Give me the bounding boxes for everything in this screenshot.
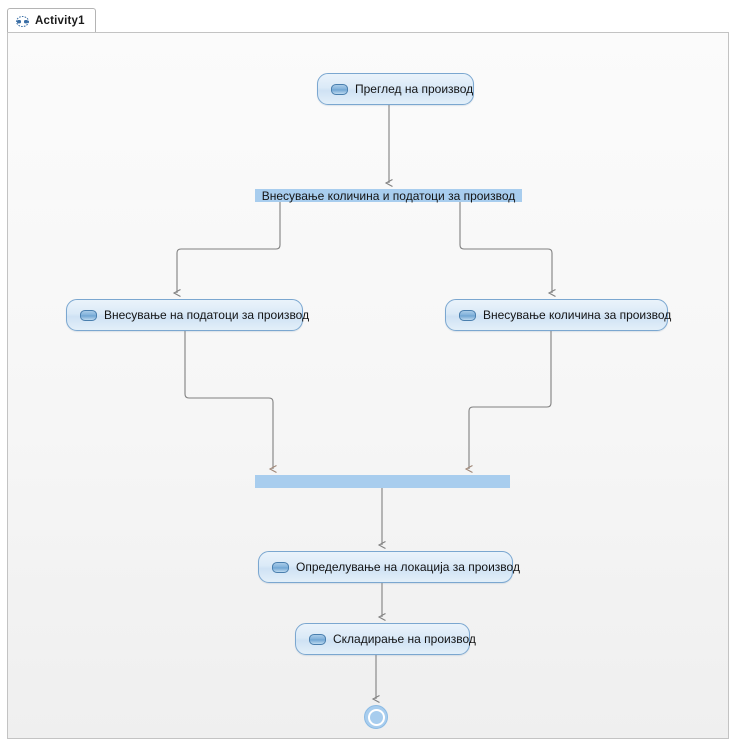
action-node-label: Внесување на податоци за производ <box>104 308 310 322</box>
edge-n2-join1 <box>184 331 277 473</box>
action-node-label: Внесување количина за производ <box>483 308 672 322</box>
action-node-icon <box>309 633 326 645</box>
activity-final-node[interactable] <box>364 705 388 729</box>
activity-diagram-icon <box>15 15 30 28</box>
action-node-icon <box>272 561 289 573</box>
action-node-label: Определување на локација за производ <box>296 560 520 574</box>
action-node-vnesuvanje-kolicina-za-proizvod[interactable]: Внесување количина за производ <box>445 299 672 331</box>
edge-fork1-n2 <box>172 202 281 297</box>
diagram-layer: Преглед на производ Внесување количина и… <box>8 33 728 738</box>
activity-final-node-ring <box>367 708 385 726</box>
edge-n3-join1 <box>464 331 552 473</box>
action-node-opredeluvanje-na-lokacija-za-proizvod[interactable]: Определување на локација за производ <box>258 551 520 583</box>
action-node-pregled-na-proizvod[interactable]: Преглед на производ <box>317 73 474 105</box>
edge-fork1-n3 <box>459 202 556 297</box>
action-node-skladiranje-na-proizvod[interactable]: Складирање на производ <box>295 623 476 655</box>
action-node-label: Преглед на производ <box>355 82 474 96</box>
tab-strip: Activity1 <box>0 0 736 34</box>
diagram-canvas[interactable]: Преглед на производ Внесување количина и… <box>7 32 729 739</box>
action-node-icon <box>80 309 97 321</box>
tab-activity1[interactable]: Activity1 <box>7 8 96 33</box>
action-node-icon <box>331 83 348 95</box>
fork-bar-label: Внесување количина и податоци за произво… <box>261 188 516 203</box>
tab-label: Activity1 <box>35 15 85 27</box>
fork-bar-vnesuvanje-kolicina-i-podatoci[interactable]: Внесување количина и податоци за произво… <box>255 189 522 202</box>
join-bar[interactable] <box>255 475 510 488</box>
action-node-vnesuvanje-na-podatoci-za-proizvod[interactable]: Внесување на податоци за производ <box>66 299 309 331</box>
action-node-label: Складирање на производ <box>333 632 476 646</box>
action-node-icon <box>459 309 476 321</box>
